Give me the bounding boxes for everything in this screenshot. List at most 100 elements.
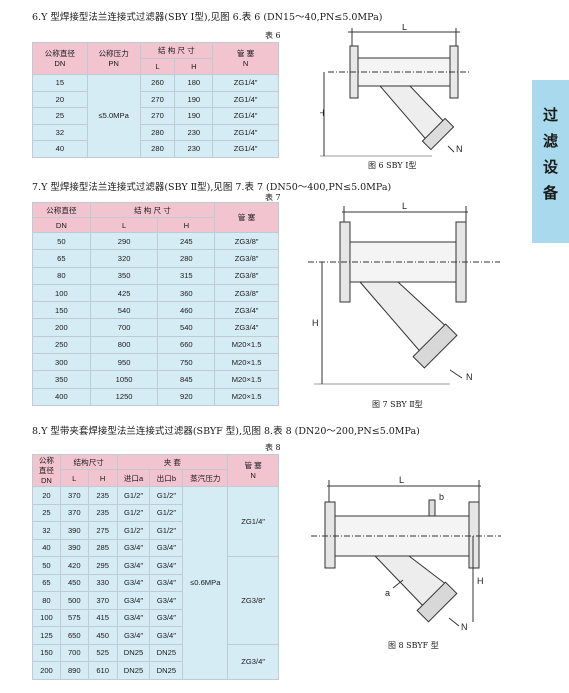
cell-dn: 100 xyxy=(32,608,61,627)
figure-7-label-n: N xyxy=(466,372,473,382)
cell-dn: 350 xyxy=(32,370,91,389)
cell-dn: 300 xyxy=(32,353,91,372)
cell-n: ZG3/8″ xyxy=(214,249,279,268)
cell-h: 750 xyxy=(157,353,216,372)
cell-dn: 20 xyxy=(32,486,61,505)
cell-dn: 400 xyxy=(32,387,91,406)
cell-h: 540 xyxy=(157,318,216,337)
cell-n: ZG3/8″ xyxy=(214,283,279,303)
cell-n: M20×1.5 xyxy=(214,335,279,355)
cell-h: 275 xyxy=(87,521,118,540)
cell-l: 280 xyxy=(139,140,176,158)
section-8-title: 8.Y 型带夹套焊接型法兰连接式过滤器(SBYF 型),见图 8.表 8 (DN… xyxy=(32,426,420,437)
header-inlet: 进口a xyxy=(116,469,151,487)
header-l: L xyxy=(59,469,89,487)
cell-l: 800 xyxy=(89,335,159,355)
header-l: L xyxy=(89,217,159,233)
cell-outlet: G3/4″ xyxy=(149,626,184,645)
cell-steam: ≤0.6MPa xyxy=(182,486,229,680)
figure-6-label-l: L xyxy=(402,24,407,32)
cell-n: ZG3/8″ xyxy=(227,556,279,645)
figure-8-label-n: N xyxy=(461,622,468,632)
cell-h: 190 xyxy=(174,107,214,125)
cell-dn: 80 xyxy=(32,591,61,610)
side-tab-char-2: 滤 xyxy=(542,132,558,150)
header-pipe: 管 塞 xyxy=(214,202,279,233)
cell-inlet: G3/4″ xyxy=(116,538,151,557)
cell-l: 950 xyxy=(89,353,159,372)
header-outlet: 出口b xyxy=(149,469,184,487)
figure-8-label-h: H xyxy=(477,576,484,586)
cell-n: ZG3/4″ xyxy=(214,318,279,337)
section-6-title: 6.Y 型焊接型法兰连接式过滤器(SBY Ⅰ型),见图 6.表 6 (DN15～… xyxy=(32,12,383,23)
cell-outlet: DN25 xyxy=(149,643,184,662)
cell-dn: 200 xyxy=(32,318,91,337)
cell-l: 450 xyxy=(59,573,89,592)
cell-dn: 50 xyxy=(32,231,91,251)
cell-h: 280 xyxy=(157,249,216,268)
cell-outlet: G3/4″ xyxy=(149,573,184,592)
cell-l: 270 xyxy=(139,107,176,125)
cell-dn: 80 xyxy=(32,266,91,285)
cell-l: 700 xyxy=(89,318,159,337)
table-7-label: 表 7 xyxy=(265,193,281,202)
cell-dn: 20 xyxy=(32,90,88,108)
cell-inlet: DN25 xyxy=(116,643,151,662)
side-tab-char-4: 备 xyxy=(542,184,558,202)
cell-n: ZG1/4″ xyxy=(212,123,279,141)
cell-h: 415 xyxy=(87,608,118,627)
cell-outlet: G3/4″ xyxy=(149,538,184,557)
table-6-label: 表 6 xyxy=(265,31,281,40)
cell-outlet: G1/2″ xyxy=(149,503,184,522)
cell-dn: 40 xyxy=(32,538,61,557)
cell-n: ZG1/4″ xyxy=(227,486,279,557)
cell-dn: 250 xyxy=(32,335,91,355)
cell-h: 230 xyxy=(174,123,214,141)
cell-l: 500 xyxy=(59,591,89,610)
figure-6-label-n: N xyxy=(456,144,463,154)
figure-8-label-b: b xyxy=(439,492,444,502)
cell-dn: 25 xyxy=(32,107,88,125)
cell-h: 610 xyxy=(87,661,118,680)
cell-outlet: G3/4″ xyxy=(149,556,184,575)
figure-8-caption: 图 8 SBYF 型 xyxy=(388,641,439,650)
header-struct: 结构尺寸 xyxy=(59,454,118,470)
cell-n: ZG1/4″ xyxy=(212,90,279,108)
cell-l: 1050 xyxy=(89,370,159,389)
cell-n: M20×1.5 xyxy=(214,387,279,406)
cell-l: 540 xyxy=(89,301,159,320)
cell-dn: 65 xyxy=(32,249,91,268)
section-7-title: 7.Y 型焊接型法兰连接式过滤器(SBY Ⅱ型),见图 7.表 7 (DN50～… xyxy=(32,182,392,193)
cell-outlet: G1/2″ xyxy=(149,521,184,540)
cell-n: ZG3/8″ xyxy=(214,231,279,251)
cell-n: ZG1/4″ xyxy=(212,74,279,92)
header-struct: 结 构 尺 寸 xyxy=(89,202,216,218)
cell-n: ZG3/4″ xyxy=(214,301,279,320)
cell-dn: 40 xyxy=(32,140,88,158)
cell-n: ZG3/8″ xyxy=(214,266,279,285)
figure-7-drawing: L H N xyxy=(308,201,500,385)
cell-h: 315 xyxy=(157,266,216,285)
cell-h: 450 xyxy=(87,626,118,645)
cell-l: 290 xyxy=(89,231,159,251)
cell-h: 235 xyxy=(87,503,118,522)
cell-h: 235 xyxy=(87,486,118,505)
cell-dn: 25 xyxy=(32,503,61,522)
side-category-tab: 过 滤 设 备 xyxy=(532,80,569,243)
cell-inlet: G3/4″ xyxy=(116,573,151,592)
